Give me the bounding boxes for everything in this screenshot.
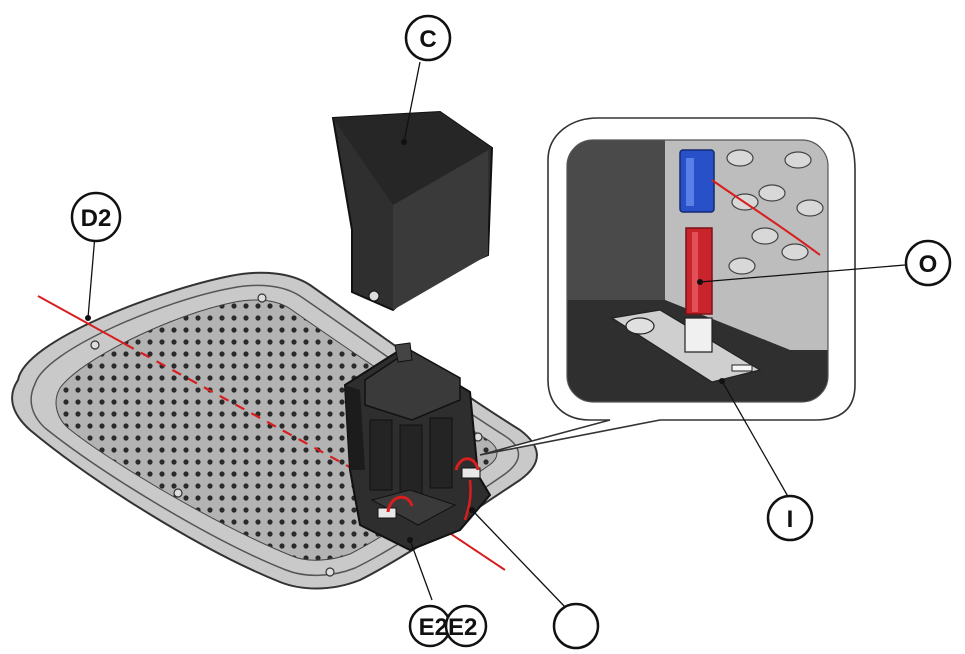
callout-c: C (404, 14, 452, 62)
callout-o-label: O (919, 251, 938, 278)
detail-magnifier (479, 117, 856, 456)
callout-i: I (766, 494, 814, 542)
fuse-red (685, 227, 713, 315)
callout-d2-label: D2 (81, 205, 112, 232)
callout-c-label: C (419, 26, 436, 53)
connector-housing (343, 342, 492, 552)
callout-e2: E2E2 (408, 604, 488, 648)
callout-o: O (904, 239, 952, 287)
connector-blue (679, 149, 715, 213)
cover-part-c (331, 110, 494, 312)
callout-i-label: I (787, 506, 794, 533)
callout-blank (552, 602, 600, 650)
callout-e2-label: E2E2 (419, 614, 478, 641)
callout-d2: D2 (70, 191, 122, 243)
leader-lines (87, 61, 906, 609)
